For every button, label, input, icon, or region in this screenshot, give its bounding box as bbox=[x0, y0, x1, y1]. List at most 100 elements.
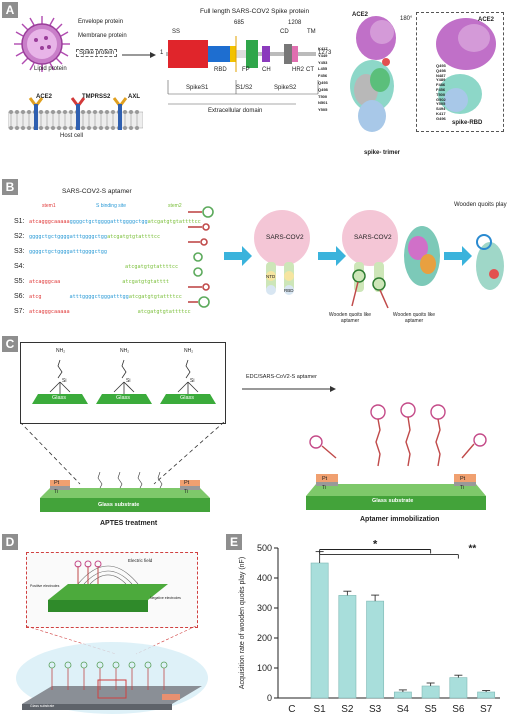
bar bbox=[421, 685, 440, 699]
glass-label: Glass bbox=[52, 395, 67, 401]
residue-label: F456 bbox=[318, 73, 328, 79]
bar bbox=[477, 691, 496, 699]
stem1-seq: atcagggcaaaaa bbox=[28, 219, 70, 225]
residue-label: Y505 bbox=[318, 107, 328, 113]
spike-ss-label: SS bbox=[172, 29, 181, 35]
stem1-label: stem1 bbox=[42, 203, 56, 209]
ntd-label: NTD bbox=[266, 274, 276, 279]
aptamer-id: S1: bbox=[14, 218, 25, 225]
aptamer-id: S2: bbox=[14, 233, 25, 240]
panel-d-label: D bbox=[2, 534, 18, 550]
extracellular-label: Extracellular domain bbox=[208, 108, 263, 114]
bar bbox=[366, 600, 385, 699]
spike-hr2-label: HR2 bbox=[292, 67, 305, 73]
y-tick-label: 200 bbox=[257, 633, 272, 643]
significance-label: * bbox=[373, 539, 378, 551]
y-tick-label: 400 bbox=[257, 573, 272, 583]
rotation-angle: 180° bbox=[400, 16, 413, 22]
residue-label: Q493 bbox=[436, 63, 446, 68]
aptamer-id: S6: bbox=[14, 293, 25, 300]
spike-domain-map bbox=[166, 36, 316, 72]
bar bbox=[449, 677, 468, 699]
si-label: Si bbox=[126, 378, 131, 384]
residue-label: Q493 bbox=[318, 79, 328, 85]
zoom-dashed-lines bbox=[20, 422, 225, 485]
virus-illustration bbox=[14, 16, 70, 72]
residue-labels-left: K417 Y449 Y453 L455 F456 Q493 Q498 T500 … bbox=[318, 46, 328, 114]
residue-label: K417 bbox=[318, 46, 328, 51]
wooden-quoits-aptamer-1: Wooden quoits like aptamer bbox=[328, 312, 372, 324]
spike-bracket bbox=[167, 80, 319, 105]
x-tick-label: S1 bbox=[314, 704, 327, 715]
panel-a: A Envelope protein Membrane protein Spik… bbox=[0, 0, 507, 172]
device-zoom-illustration bbox=[48, 560, 168, 612]
spike-fp-label: FP bbox=[242, 67, 250, 73]
host-cell-label: Host cell bbox=[60, 133, 84, 139]
nh2-label: NH₂ bbox=[120, 348, 130, 354]
residue-label: N501 bbox=[318, 100, 328, 106]
si-label: Si bbox=[62, 378, 67, 384]
residue-labels-right: Q493 Q498 N487 Y489 F486 F456 T500 G502 … bbox=[436, 63, 446, 122]
spike-s1s2-label: S1/S2 bbox=[236, 85, 253, 91]
panel-a-label: A bbox=[2, 2, 18, 18]
glass-label: Glass bbox=[180, 395, 195, 401]
spike-cd-label: CD bbox=[280, 29, 289, 35]
x-tick-label: S3 bbox=[369, 704, 382, 715]
glass-substrate-label-immob: Glass substrate bbox=[372, 498, 414, 504]
ti-label: Ti bbox=[54, 489, 58, 495]
x-tick-label: S4 bbox=[397, 704, 410, 715]
spike-map-title: Full length SARS-COV2 Spike protein bbox=[200, 8, 310, 15]
bar bbox=[338, 595, 357, 699]
ace2-receptor-label: ACE2 bbox=[36, 94, 53, 100]
stem2-label: stem2 bbox=[168, 203, 182, 209]
binding-seq: atttggggctgggatttgg bbox=[69, 294, 129, 300]
nh2-label: NH₂ bbox=[56, 348, 66, 354]
residue-label: Y453 bbox=[318, 59, 328, 65]
binding-site-label: S binding site bbox=[96, 203, 127, 209]
spike-685-label: 685 bbox=[234, 20, 245, 26]
spike-start-pos: 1 bbox=[160, 50, 164, 56]
spike-rbd-label: RBD bbox=[214, 67, 227, 73]
stem1-seq: atcagggcaa bbox=[28, 279, 61, 285]
stem2-seq: atcgatgtgtattttcc bbox=[147, 219, 201, 225]
si-label: Si bbox=[190, 378, 195, 384]
device-substrate-label: Glass substrate bbox=[30, 704, 55, 708]
device-array-illustration bbox=[16, 642, 208, 714]
binding-seq: ggggctgctggggatttggggctgg bbox=[28, 249, 108, 255]
rbd-label: RBD bbox=[284, 288, 294, 293]
spike-s2-label: SpikeS2 bbox=[274, 85, 297, 91]
panel-c-label: C bbox=[2, 336, 18, 352]
axl-receptor-label: AXL bbox=[128, 94, 140, 100]
stem1-seq: atcagggcaaaaa bbox=[28, 309, 70, 315]
glass-substrate-label-aptes: Glass substrate bbox=[98, 502, 140, 508]
virus-label-2: SARS-COV2 bbox=[354, 234, 392, 241]
positive-electrodes-label: Positive electrodes bbox=[30, 584, 60, 588]
spike-rbd-label: spike-RBD bbox=[452, 120, 483, 126]
y-axis-label: Acquisition rate of wooden quoits play (… bbox=[239, 557, 246, 689]
ace2-label-rbd: ACE2 bbox=[478, 17, 495, 23]
spike-ch-label: CH bbox=[262, 67, 271, 73]
wooden-quoits-play-label: Wooden quoits play bbox=[454, 202, 507, 208]
panel-b-label: B bbox=[2, 179, 18, 195]
glass-label: Glass bbox=[116, 395, 131, 401]
y-tick-label: 500 bbox=[257, 543, 272, 553]
residue-label: Y449 bbox=[318, 52, 328, 58]
ti-label: Ti bbox=[322, 485, 326, 491]
aptamer-id: S3: bbox=[14, 248, 25, 255]
panel-d: D Electric field Positive electrodes Neg… bbox=[0, 532, 220, 720]
y-tick-label: 100 bbox=[257, 663, 272, 673]
x-tick-label: S2 bbox=[341, 704, 354, 715]
envelope-label: Envelope protein bbox=[78, 19, 124, 25]
spike-protein-label: Spike protein bbox=[76, 49, 118, 57]
reagent-label: EDC/SARS-CoV2-S aptamer bbox=[246, 374, 317, 380]
pt-label: Pt bbox=[460, 476, 466, 482]
wooden-quoits-aptamer-2: Wooden quoits like aptamer bbox=[392, 312, 436, 324]
arrow-virus-to-spike bbox=[122, 52, 156, 58]
spike-1208-label: 1208 bbox=[288, 20, 302, 26]
aptes-molecules bbox=[32, 359, 216, 404]
residue-label: Q498 bbox=[436, 67, 446, 73]
